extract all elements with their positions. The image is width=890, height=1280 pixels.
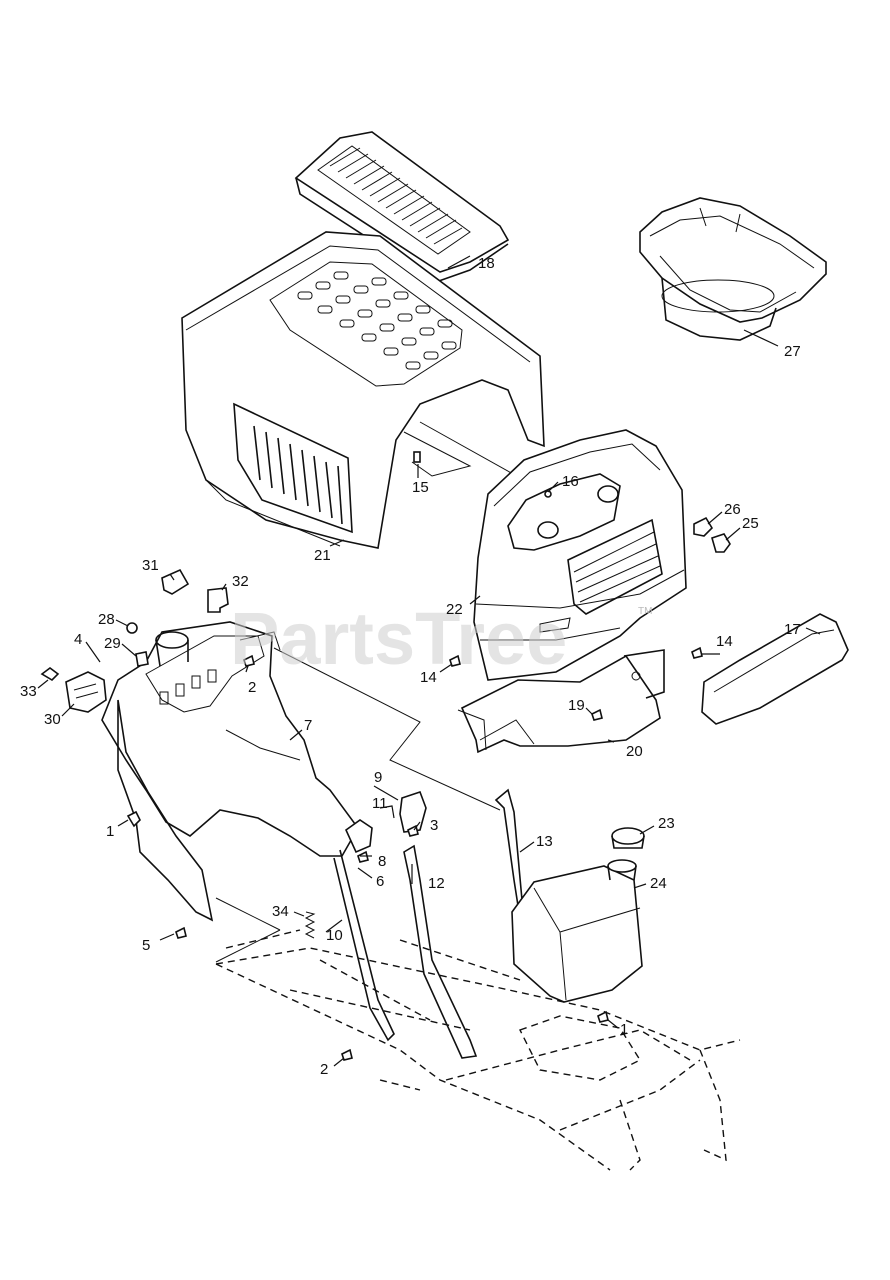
part-11-spring <box>379 805 395 819</box>
part-15-pin <box>413 451 421 463</box>
part-25-bolt <box>711 533 731 553</box>
watermark-text: PartsTree <box>230 597 567 680</box>
part-23-fuel-cap <box>611 827 645 849</box>
callout-24: 24 <box>650 875 667 892</box>
callout-30: 30 <box>44 711 61 728</box>
callout-21: 21 <box>314 547 331 564</box>
part-27-cup-holder <box>639 197 827 341</box>
part-32-key <box>207 587 229 613</box>
watermark-tm: TM <box>638 606 652 617</box>
callout-12: 12 <box>428 875 445 892</box>
part-7-dash-panel <box>101 621 359 922</box>
part-21-hood <box>181 231 545 549</box>
part-8-knob <box>344 819 373 854</box>
part-20-bracket <box>457 649 665 754</box>
callout-32: 32 <box>232 573 249 590</box>
callout-31: 31 <box>142 557 159 574</box>
callout-23: 23 <box>658 815 675 832</box>
callout-8: 8 <box>378 853 386 870</box>
callout-2a: 2 <box>248 679 256 696</box>
chassis-frame <box>215 929 741 1171</box>
callout-22: 22 <box>446 601 463 618</box>
callout-26: 26 <box>724 501 741 518</box>
callout-20: 20 <box>626 743 643 760</box>
part-17-bumper-strip <box>701 613 849 725</box>
watermark: PartsTree TM <box>230 597 652 680</box>
callout-9: 9 <box>374 769 382 786</box>
part-22-grille <box>473 429 687 681</box>
part-26-clip <box>693 516 714 537</box>
callout-18: 18 <box>478 255 495 272</box>
callout-4: 4 <box>74 631 82 648</box>
callout-3: 3 <box>430 817 438 834</box>
part-29-clip <box>135 651 149 667</box>
callout-16: 16 <box>562 473 579 490</box>
callout-34: 34 <box>272 903 289 920</box>
callout-1a: 1 <box>106 823 114 840</box>
callout-labels: 18 27 15 16 21 22 14 14 17 19 20 26 25 3… <box>20 255 801 1078</box>
callout-14b: 14 <box>716 633 733 650</box>
callout-2b: 2 <box>320 1061 328 1078</box>
part-24-fuel-tank <box>511 859 643 1003</box>
part-12-lever <box>403 844 478 1059</box>
callout-14a: 14 <box>420 669 437 686</box>
callout-29: 29 <box>104 635 121 652</box>
callout-27: 27 <box>784 343 801 360</box>
callout-5: 5 <box>142 937 150 954</box>
part-31-switch <box>161 568 190 595</box>
part-10-rod <box>333 849 395 1042</box>
part-28-nut <box>126 622 138 634</box>
callout-7: 7 <box>304 717 312 734</box>
part-9-bracket <box>399 790 427 833</box>
assembly-lines <box>215 647 501 963</box>
callout-11: 11 <box>372 795 388 812</box>
callout-leaders <box>37 255 821 1067</box>
part-34-spring <box>304 911 316 939</box>
callout-28: 28 <box>98 611 115 628</box>
callout-17: 17 <box>784 621 801 638</box>
callout-13: 13 <box>536 833 553 850</box>
part-18-hood-vent-cover <box>294 131 510 283</box>
callout-1b: 1 <box>620 1021 628 1038</box>
callout-19: 19 <box>568 697 585 714</box>
callout-15: 15 <box>412 479 429 496</box>
callout-25: 25 <box>742 515 759 532</box>
callout-6: 6 <box>376 873 384 890</box>
part-33-clip <box>40 667 60 682</box>
callout-33: 33 <box>20 683 37 700</box>
callout-10: 10 <box>326 927 343 944</box>
hardware-fasteners <box>126 490 703 1061</box>
